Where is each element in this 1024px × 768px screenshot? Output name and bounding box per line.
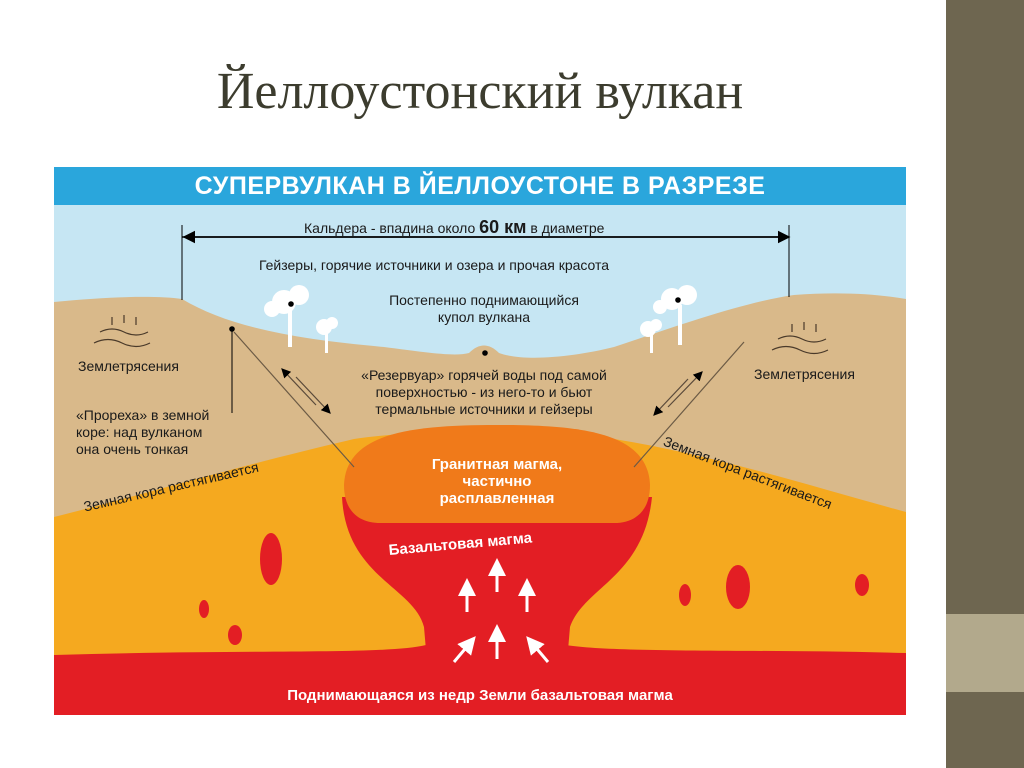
earthquakes-left-label: Землетрясения	[78, 358, 179, 374]
granite-line1: Гранитная магма,	[431, 456, 563, 473]
stretch-arrows-right	[653, 371, 703, 416]
earthquake-symbol-left	[93, 315, 151, 348]
reservoir-line2: поверхностью - из него-то и бьют	[375, 384, 593, 400]
granite-dome	[344, 425, 650, 523]
caldera-prefix: Кальдера - впадина около	[304, 220, 480, 236]
magma-blob	[228, 625, 242, 645]
reservoir-line3: термальные источники и гейзеры	[375, 401, 593, 417]
volcano-diagram: СУПЕРВУЛКАН В ЙЕЛЛОУСТОНЕ В РАЗРЕЗЕ Каль…	[54, 167, 906, 715]
geysers-label: Гейзеры, горячие источники и озера и про…	[259, 257, 610, 273]
side-accent	[946, 614, 1024, 692]
geyser-left-dot	[288, 301, 294, 307]
magma-flow-arrows	[452, 558, 550, 663]
dome-dot	[482, 350, 488, 356]
geyser-right-dot	[675, 297, 681, 303]
magma-blob	[679, 584, 691, 606]
basalt-chamber	[342, 497, 652, 697]
dome-label: Постепенно поднимающийся купол вулкана	[354, 292, 614, 326]
rift-label: «Прореха» в земной коре: над вулканом он…	[76, 407, 209, 458]
magma-blob	[855, 574, 869, 596]
magma-blob	[726, 565, 750, 609]
granite-line2: частично	[462, 473, 532, 490]
rift-line3: она очень тонкая	[76, 441, 189, 457]
magma-blob	[260, 533, 282, 585]
basalt-base	[54, 645, 906, 715]
caldera-label: Кальдера - впадина около 60 км в диаметр…	[304, 217, 605, 237]
rift-line2: коре: над вулканом	[76, 424, 203, 440]
caldera-suffix: в диаметре	[526, 220, 605, 236]
stretch-arrows-left	[281, 368, 331, 414]
fault-line-right	[633, 341, 745, 468]
dome-line1: Постепенно поднимающийся	[389, 292, 579, 308]
reservoir-label: «Резервуар» горячей воды под самой повер…	[314, 367, 654, 418]
granite-line3: расплавленная	[439, 490, 555, 507]
magma-blob	[199, 600, 209, 618]
diagram-graphics	[54, 167, 906, 715]
earthquakes-right-label: Землетрясения	[754, 366, 855, 382]
dome-line2: купол вулкана	[437, 309, 531, 325]
reservoir-line1: «Резервуар» горячей воды под самой	[361, 367, 607, 383]
basalt-rising-label: Поднимающаяся из недр Земли базальтовая …	[287, 687, 673, 704]
geyser-right	[640, 285, 697, 353]
earthquake-symbol-right	[771, 322, 829, 355]
fault-line-left	[233, 331, 355, 468]
geyser-left	[264, 285, 338, 353]
diagram-banner: СУПЕРВУЛКАН В ЙЕЛЛОУСТОНЕ В РАЗРЕЗЕ	[54, 167, 906, 205]
page-title: Йеллоустонский вулкан	[216, 63, 744, 120]
rift-line1: «Прореха» в земной	[76, 407, 210, 423]
caldera-value: 60 км	[479, 217, 527, 237]
granite-label: Гранитная магма, частично расплавленная	[377, 456, 617, 507]
